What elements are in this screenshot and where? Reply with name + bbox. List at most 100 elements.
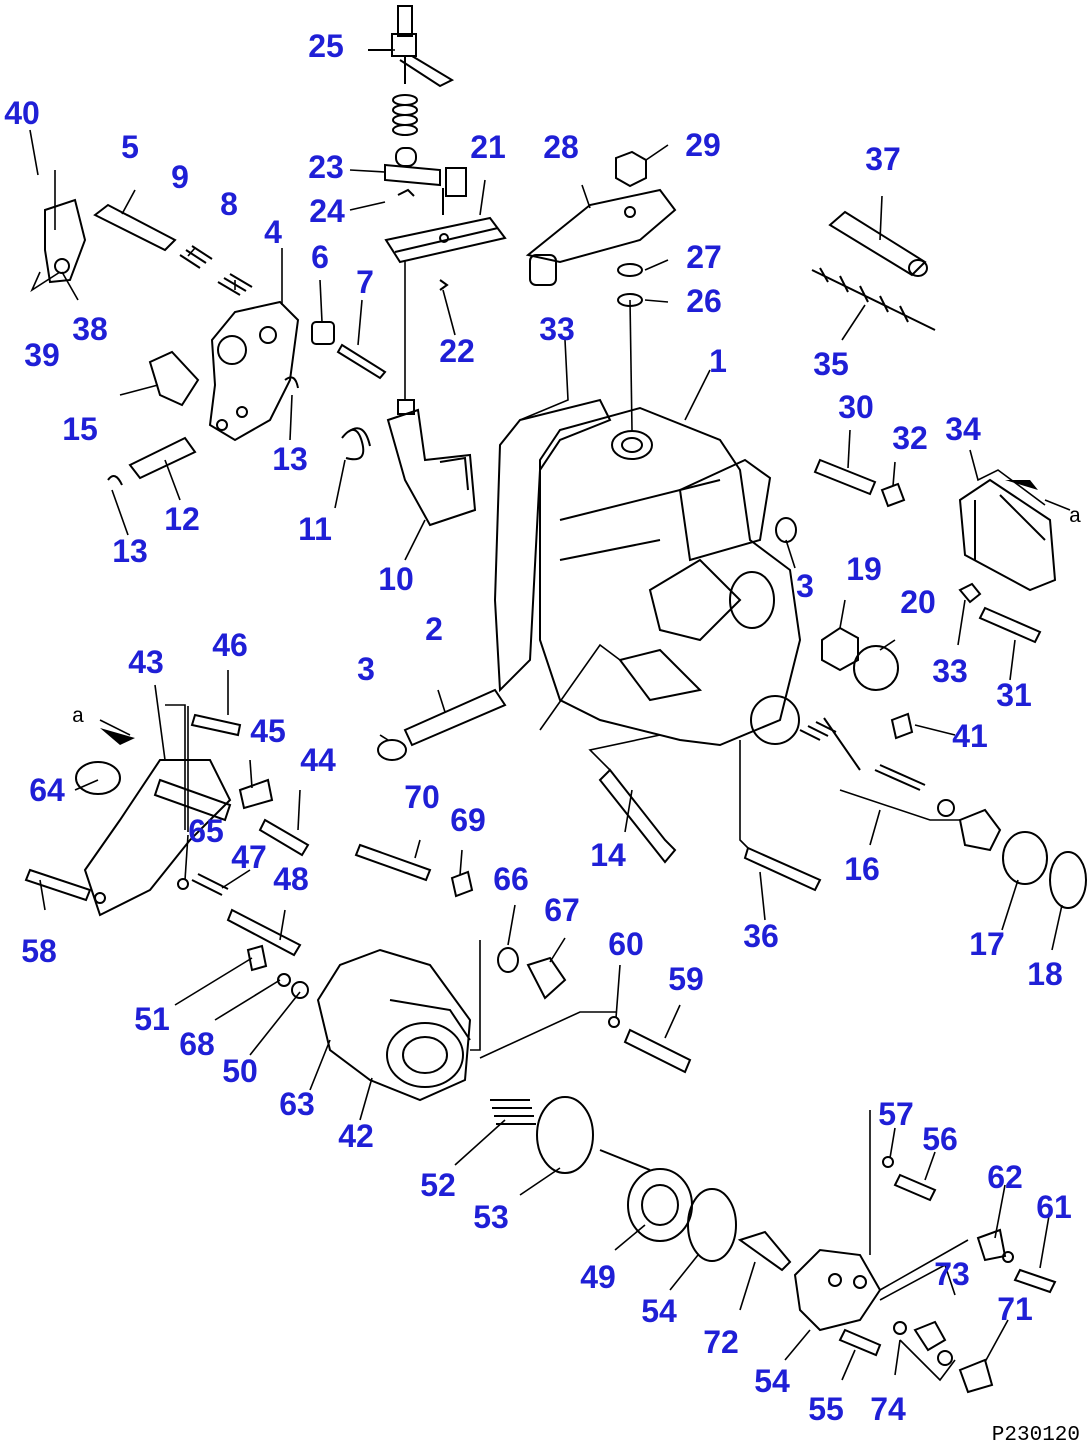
part-label-24: 24	[309, 193, 345, 229]
part-label-55: 55	[808, 1391, 844, 1427]
part-38-pin	[811, 210, 936, 331]
part-label-2: 2	[425, 611, 443, 647]
part-35-bracket	[958, 478, 1057, 592]
part-label-34: 34	[945, 411, 981, 447]
part-label-4: 4	[264, 214, 282, 250]
part-label-15: 15	[62, 411, 98, 447]
part-label-44: 44	[300, 742, 336, 778]
part-label-62: 62	[987, 1159, 1023, 1195]
part-label-59: 59	[668, 961, 704, 997]
part-label-60: 60	[608, 926, 644, 962]
part-10-lever	[341, 260, 477, 527]
part-label-37: 37	[865, 141, 901, 177]
reference-arrows	[100, 480, 1038, 745]
part-label-9: 9	[171, 159, 189, 195]
part-label-11: 11	[298, 511, 332, 547]
part-label-42: 42	[338, 1118, 374, 1154]
part-label-49: 49	[580, 1259, 616, 1295]
leader-lines	[29, 49, 1071, 1382]
part-label-19: 19	[846, 551, 882, 587]
drawing-code: P230120	[992, 1424, 1080, 1447]
part-label-10: 10	[378, 561, 414, 597]
part-26-shaft	[368, 5, 455, 88]
part-label-35: 35	[813, 346, 849, 382]
part-label-3: 3	[357, 651, 375, 687]
part-label-27: 27	[686, 239, 722, 275]
part-6-7	[311, 321, 387, 380]
part-label-70: 70	[404, 779, 440, 815]
part-label-54: 54	[754, 1363, 790, 1399]
part-label-48: 48	[273, 861, 309, 897]
part-label-22: 22	[439, 333, 475, 369]
part-16-17-18	[799, 717, 1087, 909]
part-1-main-case	[493, 398, 802, 747]
part-label-7: 7	[356, 264, 374, 300]
reference-mark: a	[1069, 506, 1082, 529]
part-label-32: 32	[892, 420, 928, 456]
part-55-75	[793, 1156, 1057, 1394]
part-15-12-13	[107, 350, 299, 486]
part-25-spring	[392, 94, 418, 136]
part-label-40: 40	[4, 95, 40, 131]
part-label-61: 61	[1036, 1189, 1072, 1225]
part-45-49	[24, 713, 310, 957]
part-number-labels: 1233456789101112131314151617181920212223…	[4, 28, 1081, 1447]
part-label-47: 47	[231, 839, 267, 875]
part-label-73: 73	[934, 1256, 970, 1292]
part-label-43: 43	[128, 644, 164, 680]
part-label-65: 65	[188, 813, 224, 849]
part-23-bracket	[384, 147, 467, 215]
part-label-12: 12	[164, 501, 200, 537]
part-label-58: 58	[21, 933, 57, 969]
part-label-39: 39	[24, 337, 60, 373]
part-5-spool	[93, 203, 253, 296]
part-drawings	[24, 5, 1087, 1394]
part-label-17: 17	[969, 926, 1005, 962]
part-label-20: 20	[900, 584, 936, 620]
part-label-28: 28	[543, 129, 579, 165]
part-label-1: 1	[709, 343, 727, 379]
part-label-68: 68	[179, 1026, 215, 1062]
part-label-16: 16	[844, 851, 880, 887]
part-label-53: 53	[473, 1199, 509, 1235]
part-67-71	[177, 843, 692, 1074]
part-label-63: 63	[279, 1086, 315, 1122]
part-label-57: 57	[878, 1096, 914, 1132]
part-label-74: 74	[870, 1391, 906, 1427]
part-50-54	[490, 1096, 792, 1272]
part-label-72: 72	[703, 1324, 739, 1360]
part-19-20-33	[813, 458, 1042, 740]
part-label-56: 56	[922, 1121, 958, 1157]
part-label-3: 3	[796, 568, 814, 604]
part-label-5: 5	[121, 129, 139, 165]
reference-mark: a	[72, 706, 85, 729]
part-label-54: 54	[641, 1293, 677, 1329]
part-label-13: 13	[112, 533, 148, 569]
part-label-51: 51	[134, 1001, 170, 1037]
part-label-23: 23	[308, 149, 344, 185]
part-label-38: 38	[72, 311, 108, 347]
part-label-71: 71	[997, 1291, 1033, 1327]
part-label-36: 36	[743, 918, 779, 954]
part-label-14: 14	[590, 837, 626, 873]
part-label-66: 66	[493, 861, 529, 897]
part-44-cover	[75, 759, 232, 917]
part-label-26: 26	[686, 283, 722, 319]
part-label-52: 52	[420, 1167, 456, 1203]
part-label-69: 69	[450, 802, 486, 838]
part-label-64: 64	[29, 772, 65, 808]
part-29-arm	[525, 150, 677, 307]
part-label-33: 33	[539, 311, 575, 347]
part-label-46: 46	[212, 627, 248, 663]
part-label-29: 29	[685, 127, 721, 163]
part-label-33: 33	[932, 653, 968, 689]
part-4-valve-body	[44, 198, 300, 442]
part-label-31: 31	[996, 677, 1032, 713]
part-label-18: 18	[1027, 956, 1063, 992]
part-label-21: 21	[470, 129, 506, 165]
part-label-30: 30	[838, 389, 874, 425]
part-label-41: 41	[952, 718, 988, 754]
part-label-25: 25	[308, 28, 344, 64]
